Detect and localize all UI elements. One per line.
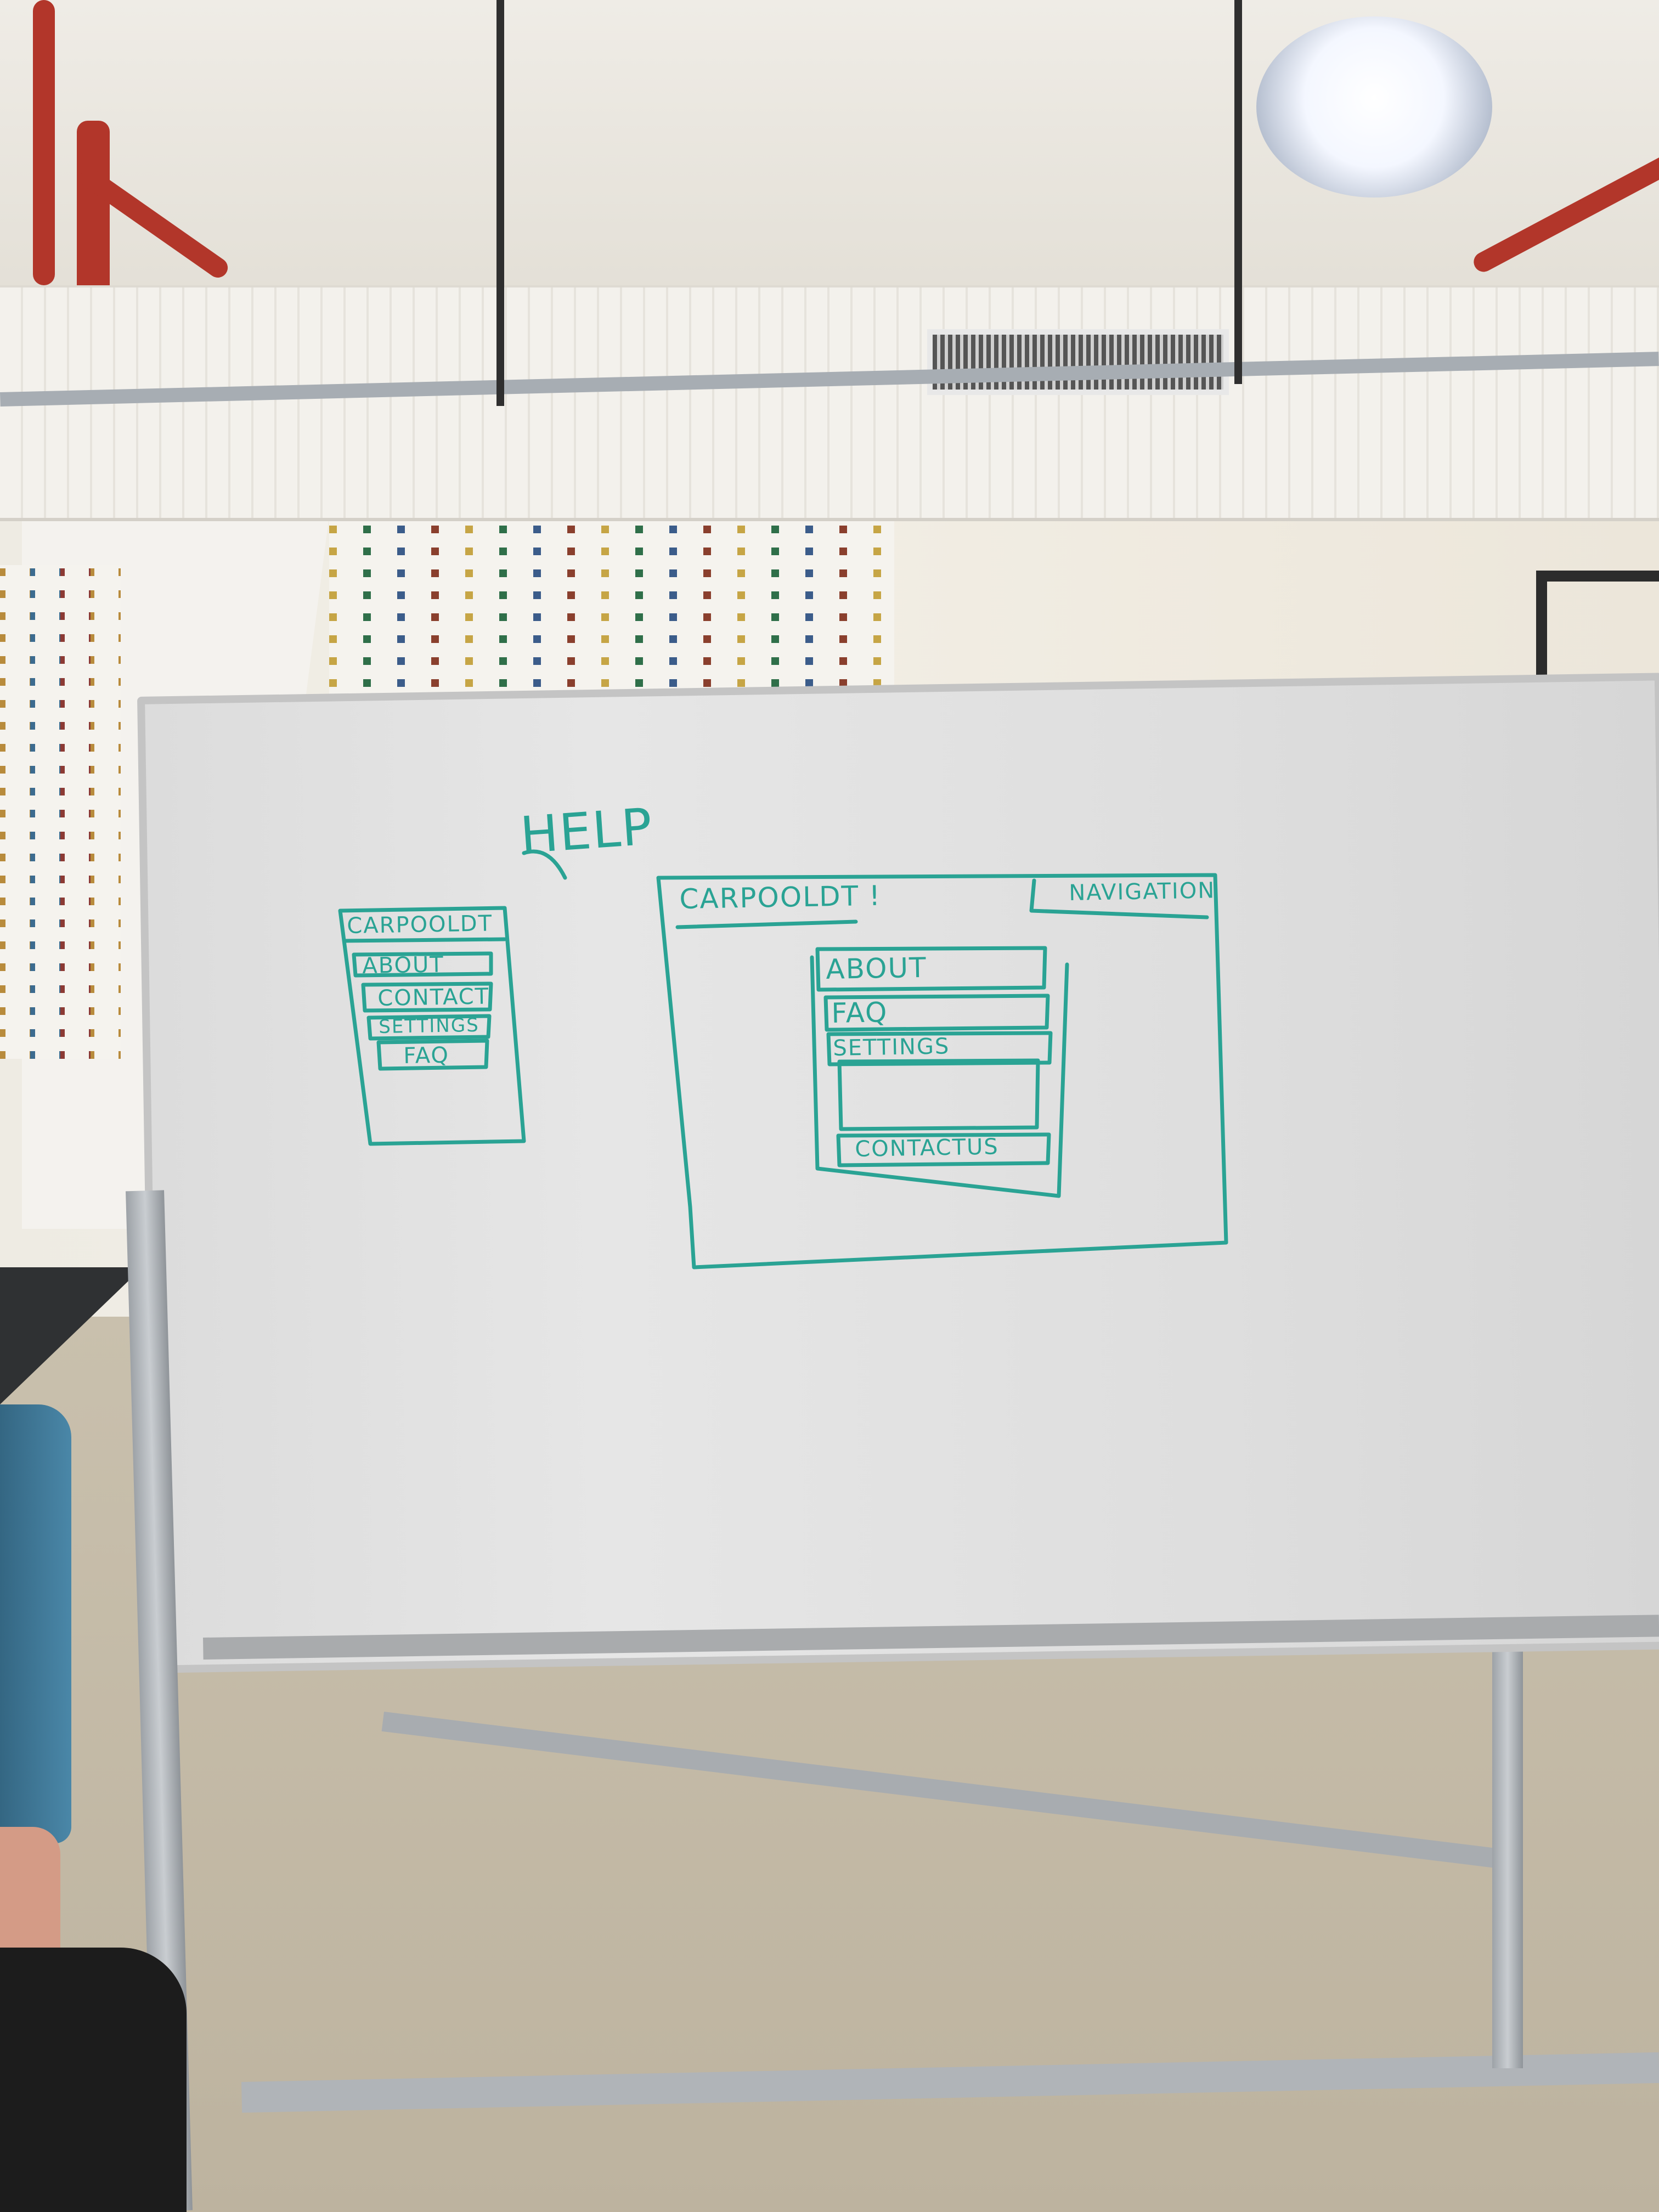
large-sketch-nav-label: NAVIGATION	[1069, 878, 1216, 906]
dark-coat	[0, 1948, 187, 2212]
help-heading: HELP	[518, 797, 655, 865]
stand-leg-right	[1492, 1651, 1523, 2068]
large-sketch-item: FAQ	[831, 996, 888, 1029]
large-sketch-item: CONTACTUS	[855, 1134, 1000, 1162]
large-sketch-title: CARPOOLDT !	[679, 879, 882, 915]
doorframe	[1536, 571, 1659, 702]
small-sketch-item: ABOUT	[362, 952, 445, 979]
small-sketch-title: CARPOOLDT	[347, 911, 493, 939]
large-sketch-item: ABOUT	[826, 951, 928, 985]
whiteboard-surface	[145, 680, 1659, 1666]
small-sketch-item: CONTACT	[377, 984, 490, 1011]
ceiling-lamp	[1256, 16, 1492, 198]
red-pipe	[77, 121, 110, 296]
person-arm	[0, 1404, 71, 1843]
small-sketch-item: SETTINGS	[379, 1014, 480, 1038]
hanging-rod	[496, 0, 504, 406]
duct-vent	[927, 329, 1229, 395]
small-sketch-item: FAQ	[403, 1042, 450, 1069]
hanging-rod	[1234, 0, 1242, 384]
whiteboard	[137, 673, 1659, 1673]
photo-wall-side	[0, 565, 121, 1059]
air-duct	[0, 285, 1659, 521]
red-pipe	[33, 0, 55, 285]
large-sketch-item: SETTINGS	[833, 1034, 950, 1061]
